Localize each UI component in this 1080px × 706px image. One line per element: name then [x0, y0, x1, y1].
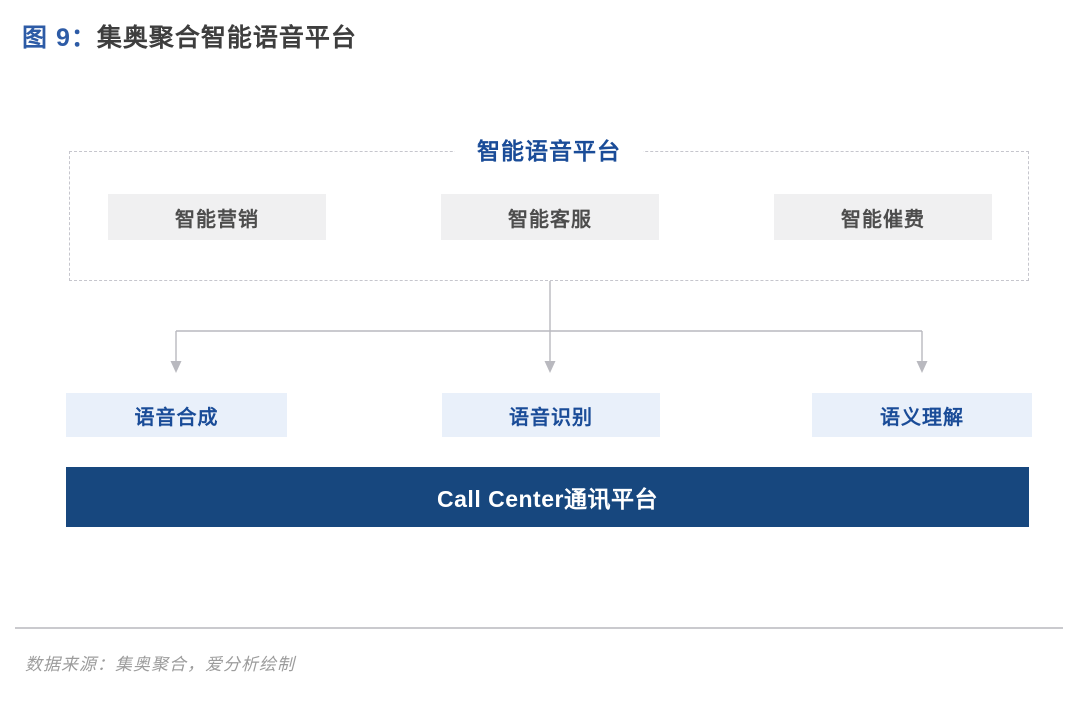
data-source-note: 数据来源：集奥聚合，爱分析绘制 [25, 655, 295, 674]
voice-platform-group: 智能语音平台 智能营销 智能客服 智能催费 [69, 134, 1029, 281]
platform-group-title: 智能语音平台 [455, 134, 643, 168]
app-box-intelligent-collection: 智能催费 [774, 194, 992, 240]
figure-number-label: 图 9： [22, 24, 97, 52]
app-box-intelligent-marketing: 智能营销 [108, 194, 326, 240]
call-center-platform-bar: Call Center通讯平台 [66, 467, 1029, 527]
app-box-intelligent-customer-service: 智能客服 [441, 194, 659, 240]
footer-divider [15, 627, 1063, 629]
arrow-down-icon [170, 361, 182, 373]
capability-box-speech-recognition: 语音识别 [442, 393, 660, 437]
figure-name: 集奥聚合智能语音平台 [96, 24, 357, 52]
arrow-down-icon [916, 361, 928, 373]
figure-title: 图 9：集奥聚合智能语音平台 [22, 18, 357, 54]
capability-box-semantic-understanding: 语义理解 [812, 393, 1032, 437]
arrow-down-icon [544, 361, 556, 373]
capability-box-speech-synthesis: 语音合成 [66, 393, 287, 437]
